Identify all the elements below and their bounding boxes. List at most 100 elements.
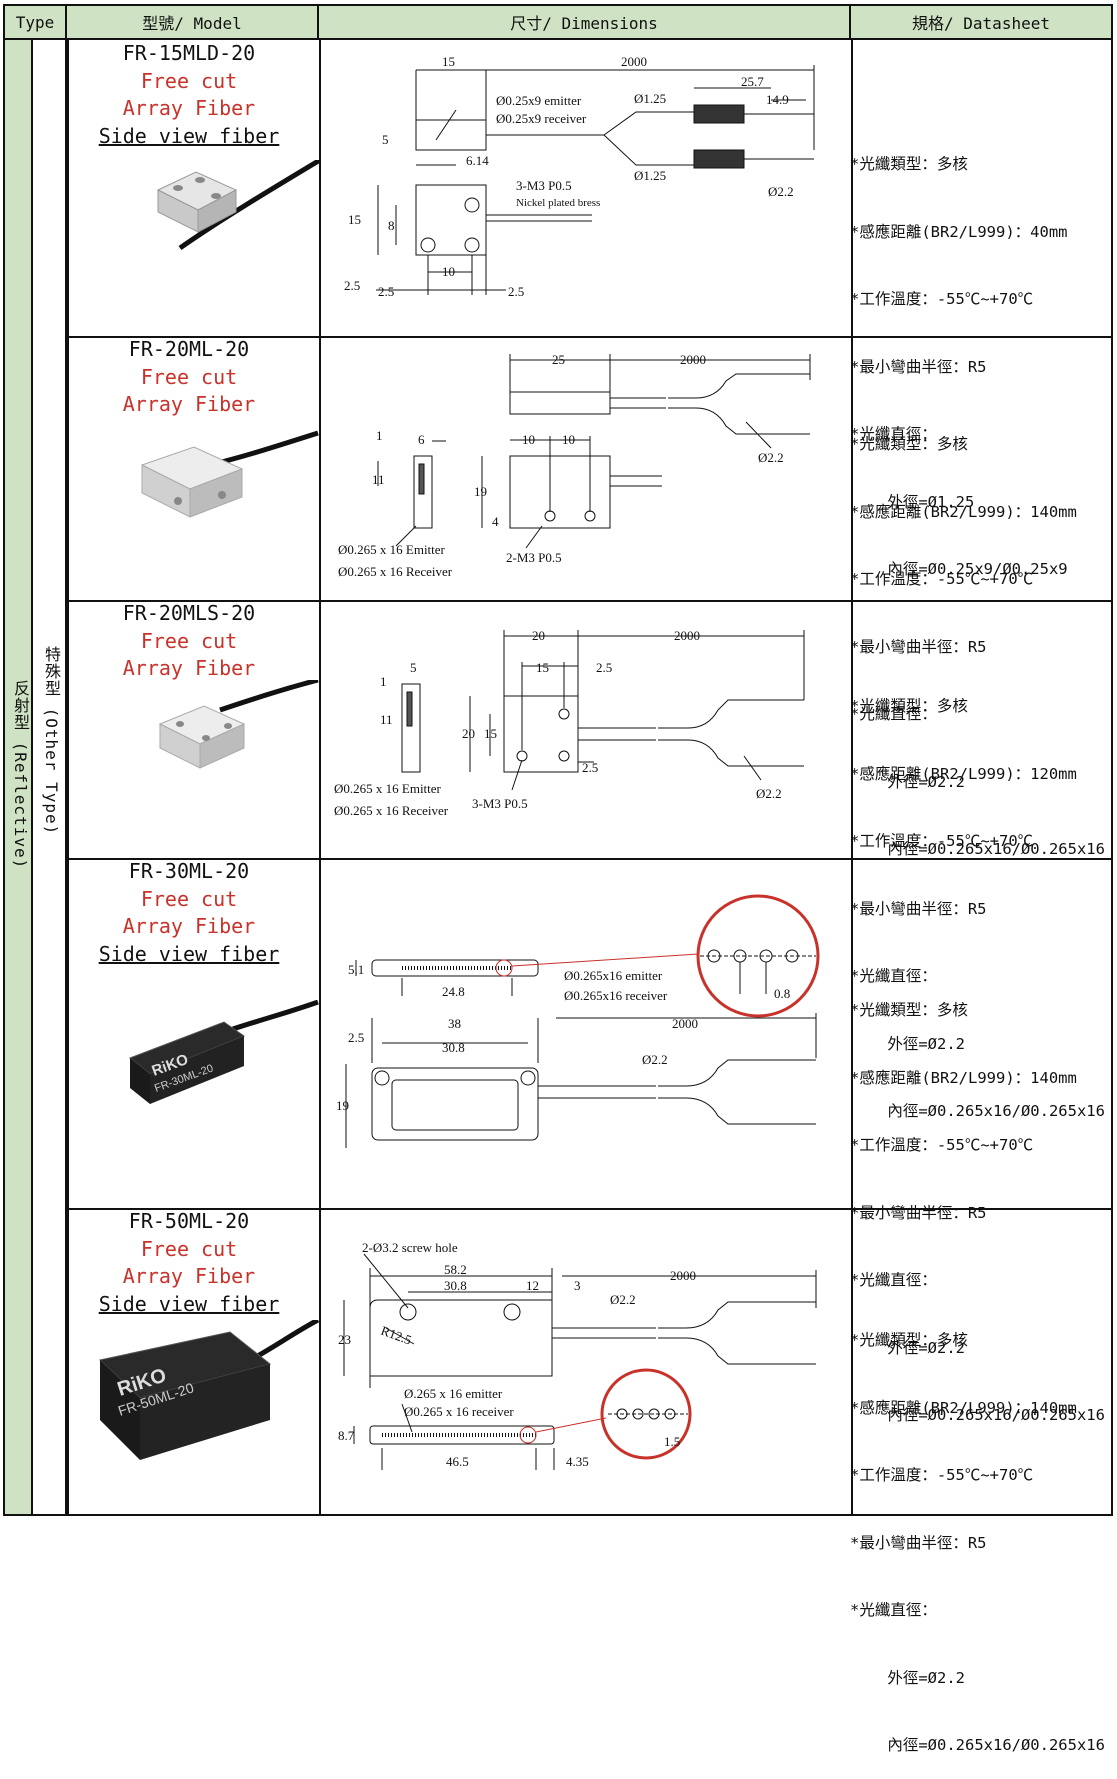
dim-label: 3 bbox=[574, 1278, 581, 1293]
dim-label: 25 bbox=[552, 352, 565, 367]
dim-label: Ø0.265x16 receiver bbox=[564, 988, 668, 1003]
dim-label: 2.5 bbox=[508, 284, 524, 299]
product-photo-2 bbox=[140, 430, 319, 518]
dim-label: 2-M3 P0.5 bbox=[506, 550, 562, 565]
spec-line: *最小彎曲半徑：R5 bbox=[850, 899, 987, 918]
model-feature: Free cut bbox=[140, 1236, 238, 1261]
dim-label: 58.2 bbox=[444, 1262, 467, 1277]
spec-line: *感應距離(BR2/L999)：140mm bbox=[850, 1068, 1077, 1087]
dim-label: 3-M3 P0.5 bbox=[516, 178, 572, 193]
dimension-labels-4: 5.1 24.8 Ø0.265x16 emitter Ø0.265x16 rec… bbox=[336, 962, 790, 1113]
dimension-drawing-5: 2-Ø3.2 screw hole 58.2 2000 30.8 12 3 Ø2… bbox=[316, 1208, 848, 1508]
model-feature: Array Fiber bbox=[122, 656, 256, 680]
spec-cell-2: *光纖類型：多核 *感應距離(BR2/L999)：140mm *工作溫度：-55… bbox=[850, 388, 1110, 883]
model-feature: Array Fiber bbox=[122, 914, 256, 938]
dim-label: 6.14 bbox=[466, 153, 489, 168]
dim-label: 38 bbox=[448, 1016, 461, 1031]
product-photo-3 bbox=[158, 680, 319, 769]
spec-line: *光纖類型：多核 bbox=[850, 697, 968, 715]
dim-label: 8.7 bbox=[338, 1428, 355, 1443]
spec-line: 外徑=Ø2.2 bbox=[850, 1668, 965, 1687]
dim-label: Ø0.25x9 emitter bbox=[496, 93, 582, 108]
model-feature: Side view fiber bbox=[98, 941, 280, 966]
spec-line: 內徑=Ø0.265x16/Ø0.265x16 bbox=[850, 1102, 1105, 1120]
dim-label: Ø0.265 x 16 Receiver bbox=[338, 564, 453, 579]
model-feature: Side view fiber bbox=[98, 123, 280, 148]
product-photo-5: RiKO FR-50ML-20 bbox=[98, 1320, 320, 1460]
type-other: 特殊型 (Other Type) bbox=[42, 646, 61, 836]
product-photo-4: RiKO FR-30ML-20 bbox=[129, 1000, 319, 1104]
model-name: FR-15MLD-20 bbox=[122, 41, 256, 65]
dim-label: Ø0.265 x 16 Receiver bbox=[334, 803, 449, 818]
dim-label: Ø2.2 bbox=[768, 184, 794, 199]
dim-label: 14.9 bbox=[766, 92, 789, 107]
model-name: FR-50ML-20 bbox=[128, 1209, 250, 1233]
dim-label: 19 bbox=[474, 484, 487, 499]
model-feature: Free cut bbox=[140, 68, 238, 93]
spec-line: *光纖直徑： bbox=[850, 1271, 937, 1289]
spec-line: 外徑=Ø2.2 bbox=[850, 1034, 965, 1053]
dim-label: 10 bbox=[442, 264, 455, 279]
spec-line: *最小彎曲半徑：R5 bbox=[850, 1533, 987, 1552]
dim-label: 2.5 bbox=[582, 760, 598, 775]
spec-line: *工作溫度：-55℃~+70℃ bbox=[850, 832, 1034, 850]
spec-line: 內徑=Ø0.265x16/Ø0.265x16 bbox=[850, 1406, 1105, 1424]
spec-line: *感應距離(BR2/L999)：140mm bbox=[850, 1398, 1077, 1417]
dim-label: 2000 bbox=[674, 628, 700, 643]
dim-label: 24.8 bbox=[442, 984, 465, 999]
dimension-labels-3: 20 2000 5 1 11 15 2.5 20 15 2.5 Ø2.2 Ø0.… bbox=[334, 628, 782, 818]
model-cell-2: FR-20ML-20 Free cut Array Fiber bbox=[64, 336, 314, 419]
dimension-drawing-1: 15 2000 25.7 14.9 Ø0.25x9 emitter Ø0.25x… bbox=[316, 40, 848, 328]
dim-label: 2000 bbox=[670, 1268, 696, 1283]
dim-label: 6 bbox=[418, 432, 425, 447]
dim-label: 25.7 bbox=[741, 74, 764, 89]
model-feature: Free cut bbox=[140, 628, 238, 653]
spec-line: *光纖直徑： bbox=[850, 967, 937, 985]
model-feature: Array Fiber bbox=[122, 392, 256, 416]
model-feature: Side view fiber bbox=[98, 1291, 280, 1316]
model-name: FR-20ML-20 bbox=[128, 337, 250, 361]
model-feature: Free cut bbox=[140, 886, 238, 911]
dim-label: Ø1.25 bbox=[634, 91, 666, 106]
dimension-drawing-3: 20 2000 5 1 11 15 2.5 20 15 2.5 Ø2.2 Ø0.… bbox=[316, 600, 848, 852]
dim-label: 20 bbox=[532, 628, 545, 643]
dim-label: 5.1 bbox=[348, 962, 364, 977]
dimension-drawing-2: 25 2000 1 6 11 10 10 19 4 Ø2.2 Ø0.265 x … bbox=[316, 336, 848, 592]
spec-line: 外徑=Ø2.2 bbox=[850, 772, 965, 791]
dim-label: 5 bbox=[382, 132, 389, 147]
spec-line: *光纖類型：多核 bbox=[850, 1001, 968, 1019]
dim-label: Ø0.265 x 16 receiver bbox=[404, 1404, 514, 1419]
header-datasheet: 規格/ Datasheet bbox=[851, 6, 1111, 40]
spec-line: *最小彎曲半徑：R5 bbox=[850, 1203, 987, 1222]
spec-line: *工作溫度：-55℃~+70℃ bbox=[850, 290, 1034, 308]
dim-label: Ø0.25x9 receiver bbox=[496, 111, 587, 126]
dimension-drawing-4: 5.1 24.8 Ø0.265x16 emitter Ø0.265x16 rec… bbox=[316, 858, 848, 1198]
dim-label: 10 bbox=[562, 432, 575, 447]
spec-line: *光纖直徑： bbox=[850, 1601, 937, 1619]
dim-label: 15 bbox=[484, 726, 497, 741]
model-cell-1: FR-15MLD-20 Free cut Array Fiber Side vi… bbox=[64, 40, 314, 150]
dim-label: 4 bbox=[492, 514, 499, 529]
spec-line: 外徑=Ø2.2 bbox=[850, 1338, 965, 1357]
model-name: FR-30ML-20 bbox=[128, 859, 250, 883]
dim-label: 2.5 bbox=[348, 1030, 364, 1045]
spec-line: 內徑=Ø0.25x9/Ø0.25x9 bbox=[850, 560, 1068, 578]
dim-label: 2.5 bbox=[596, 660, 612, 675]
spec-line: *光纖直徑： bbox=[850, 425, 937, 443]
spec-line: *感應距離(BR2/L999)：40mm bbox=[850, 222, 1068, 241]
model-name: FR-20MLS-20 bbox=[122, 601, 256, 625]
dim-label: 20 bbox=[462, 726, 475, 741]
model-feature: Array Fiber bbox=[122, 1264, 256, 1288]
spec-line: *最小彎曲半徑：R5 bbox=[850, 357, 987, 376]
dim-label: 15 bbox=[442, 54, 455, 69]
model-feature: Array Fiber bbox=[122, 96, 256, 120]
dim-label: 2-Ø3.2 screw hole bbox=[362, 1240, 458, 1255]
dim-label: 11 bbox=[380, 712, 393, 727]
spec-line: *光纖直徑： bbox=[850, 705, 937, 723]
dim-label: Nickel plated bress bbox=[516, 197, 600, 209]
spec-line: 內徑=Ø0.265x16/Ø0.265x16 bbox=[850, 1736, 1105, 1754]
spec-line: *光纖類型：多核 bbox=[850, 435, 968, 453]
dim-label: 1 bbox=[376, 428, 383, 443]
header-type: Type bbox=[5, 6, 67, 40]
dim-label: 15 bbox=[348, 212, 361, 227]
